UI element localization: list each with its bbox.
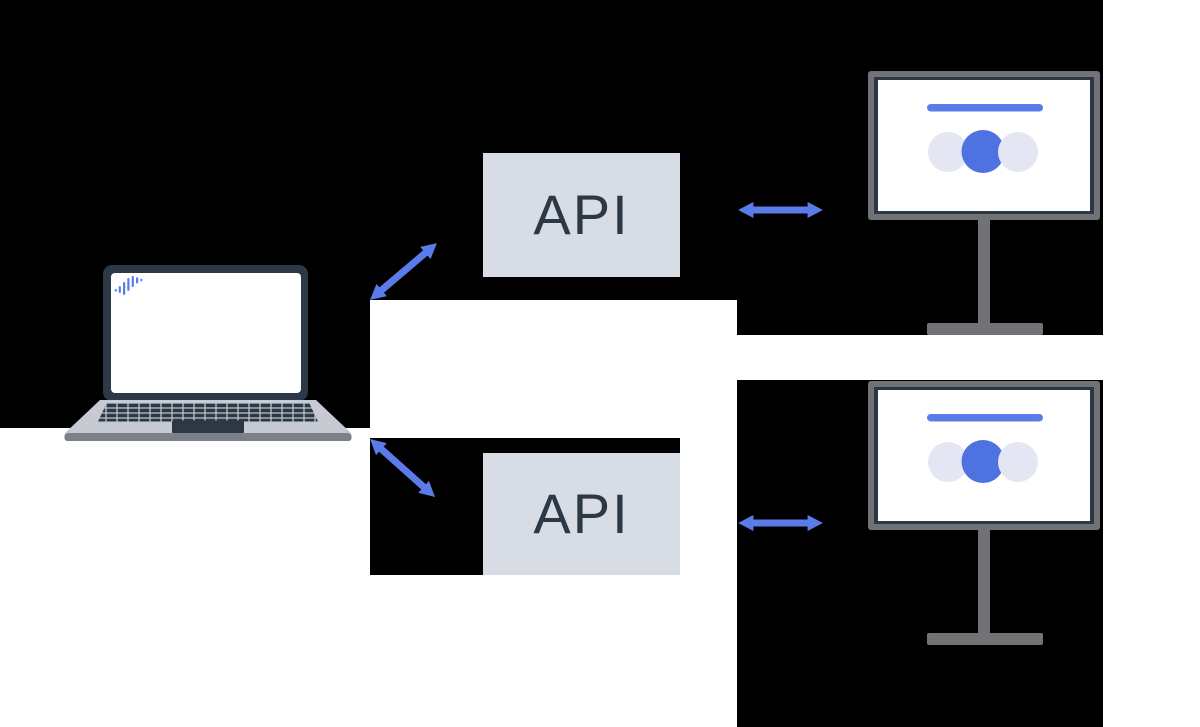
monitor-stand-base — [927, 633, 1043, 645]
monitor-stand-pole — [978, 530, 990, 636]
bidirectional-arrow-laptop-api-bottom — [369, 439, 436, 497]
presentation-monitor-icon — [868, 71, 1100, 335]
laptop-icon — [64, 265, 352, 441]
slide-title-bar — [927, 414, 1043, 422]
waveform-logo-icon — [114, 276, 143, 295]
presentation-monitor-icon — [868, 381, 1100, 645]
bidirectional-arrow-laptop-api-top — [370, 243, 437, 300]
laptop-screen — [111, 273, 301, 393]
laptop-trackpad — [172, 420, 244, 434]
bidirectional-arrow-api-monitor-top — [738, 201, 823, 219]
three-overlapping-circles-icon — [928, 440, 1038, 483]
three-overlapping-circles-icon — [928, 130, 1038, 173]
api-box-bottom-label: API — [533, 482, 630, 545]
monitor-stand-pole — [978, 220, 990, 326]
monitor-stand-base — [927, 323, 1043, 335]
slide-title-bar — [927, 104, 1043, 112]
api-box-top: API — [483, 153, 680, 277]
bidirectional-arrow-api-monitor-bottom — [738, 514, 823, 532]
laptop-keyboard — [98, 402, 318, 422]
api-box-top-label: API — [533, 183, 630, 246]
laptop-base-edge — [64, 433, 352, 441]
api-box-bottom: API — [483, 453, 680, 575]
